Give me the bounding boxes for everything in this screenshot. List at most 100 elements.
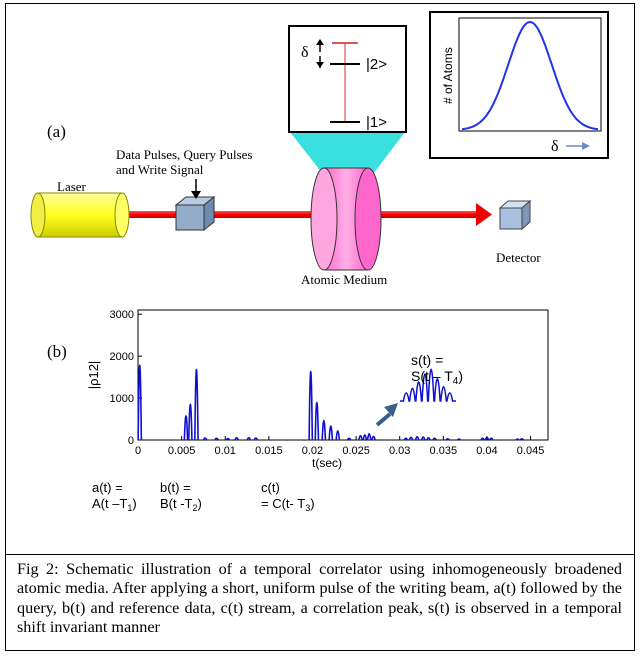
x-tick-label: 0.035: [430, 445, 458, 457]
x-tick-label: 0.005: [168, 445, 196, 457]
a-label-close: ): [132, 496, 136, 511]
trace-peak: [234, 437, 239, 441]
c-label-close: ): [310, 496, 314, 511]
trace-peak: [488, 437, 494, 441]
trace-peak: [225, 437, 231, 441]
trace-peak: [183, 415, 189, 441]
c-label-main: = C(t- T: [261, 496, 305, 511]
inset-xlabel: δ: [551, 138, 559, 155]
trace-peak: [246, 437, 252, 441]
trace-peak: [314, 401, 320, 441]
trace-peak: [194, 368, 199, 441]
trace-peak: [484, 436, 490, 441]
broadening-plot-area: [458, 17, 602, 132]
s-label-line2: S(t – T4): [411, 368, 463, 387]
s-label-line1: s(t) =: [411, 352, 443, 368]
peak-pointer-arrow-head: [384, 403, 398, 417]
y-tick-label: 2000: [110, 351, 134, 363]
b-label-main: B(t -T: [160, 496, 193, 511]
trace-peak: [480, 437, 485, 441]
plot-area: [137, 309, 549, 441]
y-tick-label: 1000: [110, 393, 134, 405]
trace-peak: [308, 370, 314, 441]
laser-label: Laser: [57, 179, 87, 194]
atomic-medium-back: [354, 167, 382, 271]
laser-beam-2: [208, 211, 320, 218]
a-label-line2: A(t –T1): [92, 496, 137, 513]
x-axis-label: t(sec): [312, 456, 342, 470]
modulator-label-line2: and Write Signal: [116, 162, 204, 177]
trace-peak: [346, 437, 352, 441]
level-2-label: |2>: [366, 56, 387, 73]
trace-peak: [328, 425, 334, 441]
trace-peak: [519, 438, 525, 441]
y-axis-label: |ρ12|: [86, 361, 101, 390]
x-tick-label: 0.04: [476, 445, 497, 457]
detector-label: Detector: [496, 250, 541, 265]
x-tick-label: 0.02: [302, 445, 323, 457]
trace-peak: [253, 437, 259, 441]
trace-peak: [426, 437, 431, 441]
a-label-sub: 1: [127, 503, 132, 513]
modulator-arrow-head: [191, 191, 201, 199]
trace-peak: [362, 434, 368, 441]
trace-peak: [366, 432, 372, 441]
panel-a-label: (a): [47, 122, 66, 141]
atomic-medium-front: [310, 167, 338, 271]
laser-right-cap: [114, 192, 130, 238]
trace-peak: [456, 438, 462, 441]
y-tick-label: 3000: [110, 309, 134, 321]
trace-peak: [371, 435, 376, 441]
laser-beam-3: [360, 211, 477, 218]
beam-arrow-head: [476, 203, 492, 226]
s-label-sub: 4: [453, 376, 459, 387]
atomic-medium-label: Atomic Medium: [301, 272, 387, 287]
modulator-front: [175, 204, 205, 231]
laser-beam-1: [125, 211, 180, 218]
gaussian-curve: [461, 20, 599, 131]
trace-peak: [432, 437, 437, 441]
trace-peak: [187, 403, 193, 441]
x-tick-label: 0.015: [255, 445, 283, 457]
b-label-line1: b(t) =: [160, 480, 191, 495]
peak-pointer-arrow: [375, 412, 392, 427]
energy-level-box: [288, 25, 407, 133]
trace-peak: [420, 436, 426, 441]
trace-peak: [137, 364, 143, 441]
delta-arrow-down-head: [316, 62, 324, 68]
laser-left-cap: [30, 192, 46, 238]
x-tick-label: 0.045: [517, 445, 545, 457]
a-label-line1: a(t) =: [92, 480, 123, 495]
detector-front: [499, 207, 523, 230]
s-label-close: ): [458, 368, 463, 384]
b-label-close: ): [198, 496, 202, 511]
trace-peak: [515, 438, 520, 441]
c-label-sub: 3: [305, 503, 310, 513]
trace-peak: [403, 437, 409, 441]
panel-b-label: (b): [47, 342, 67, 361]
c-label-line2: = C(t- T3): [261, 496, 315, 513]
trace-peak: [214, 437, 219, 441]
correlation-peak-inset: [400, 368, 456, 402]
trace-peak: [335, 430, 341, 441]
delta-symbol: δ: [301, 44, 309, 61]
level-1-label: |1>: [366, 114, 387, 131]
modulator-label-line1: Data Pulses, Query Pulses: [116, 147, 253, 162]
b-label-sub: 2: [193, 503, 198, 513]
inset-xarrow-head: [582, 142, 590, 150]
trace-peak: [321, 419, 327, 441]
laser-body: [37, 192, 123, 238]
y-tick-label: 0: [128, 435, 134, 447]
s-label-main: S(t – T: [411, 368, 453, 384]
trace-peak: [202, 437, 208, 441]
inset-ylabel: # of Atoms: [441, 47, 455, 104]
x-tick-label: 0.01: [215, 445, 236, 457]
trace-peak: [358, 434, 363, 441]
b-label-line2: B(t -T2): [160, 496, 202, 513]
a-label-main: A(t –T: [92, 496, 127, 511]
x-tick-label: 0: [135, 445, 141, 457]
x-tick-label: 0.03: [389, 445, 410, 457]
delta-arrow-up-head: [316, 39, 324, 45]
